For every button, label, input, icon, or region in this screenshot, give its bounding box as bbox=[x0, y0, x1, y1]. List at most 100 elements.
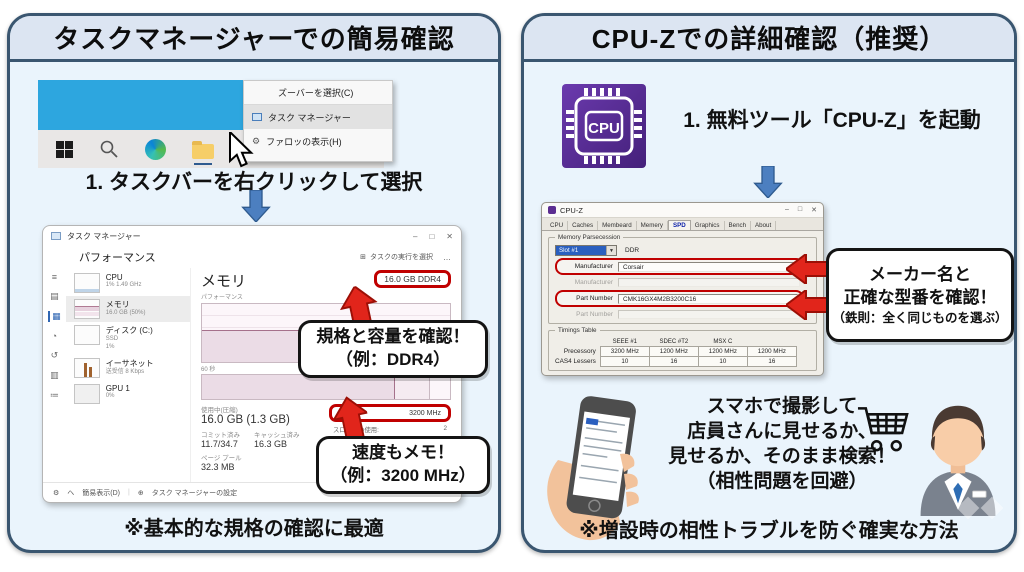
startup-apps-icon[interactable]: ↺ bbox=[50, 350, 59, 360]
hamburger-icon[interactable]: ≡ bbox=[51, 272, 58, 282]
maximize-button[interactable]: □ bbox=[797, 206, 803, 213]
tm-page-title: パフォーマンス bbox=[79, 252, 156, 264]
task-manager-app-icon bbox=[51, 232, 61, 240]
part-number-field: CMK16GX4M2B3200C16 bbox=[618, 293, 798, 304]
ghost-row: Part Number bbox=[553, 309, 812, 320]
part-number-row-highlight: Part Number CMK16GX4M2B3200C16 bbox=[555, 290, 804, 307]
settings-gear-icon[interactable]: ⚙ bbox=[53, 489, 60, 497]
tm-nav-rail: ≡ ▤ ▦ ◔ ↺ ▥ ≔ bbox=[43, 268, 66, 482]
paged-pool-value: 32.3 MB bbox=[201, 462, 235, 472]
cpu-mini-chart bbox=[73, 273, 100, 293]
step-caption: 1. タスクバーを右クリックして選択 bbox=[85, 171, 423, 194]
cpuz-window-title: CPU-Z bbox=[560, 205, 583, 215]
callout-speed: 速度もメモ！ （例：3200 MHz） bbox=[316, 436, 490, 494]
sidebar-item-memory[interactable]: メモリ 16.0 GB (50%) bbox=[65, 296, 190, 322]
disk-mini-chart bbox=[73, 325, 100, 345]
gear-icon: ⚙ bbox=[252, 135, 261, 146]
left-footnote: ※基本的な規格の確認に最適 bbox=[124, 518, 384, 540]
cached-value: 16.3 GB bbox=[254, 439, 288, 449]
context-menu-item-task-manager[interactable]: タスク マネージャー bbox=[244, 105, 392, 129]
tm-settings-icon: ⊕ bbox=[137, 489, 144, 497]
flow-down-arrow-icon bbox=[753, 166, 783, 198]
svg-text:CPU: CPU bbox=[588, 120, 620, 137]
store-clerk-illustration bbox=[906, 386, 1010, 521]
tab-caches[interactable]: Caches bbox=[568, 221, 599, 230]
timings-table: SEEE #1 SDEC #T2 MSX C Precessory 3200 M… bbox=[555, 339, 797, 367]
cpuz-titlebar[interactable]: CPU-Z – □ ✕ bbox=[542, 203, 823, 218]
app-history-icon[interactable]: ◔ bbox=[51, 331, 58, 341]
context-menu-label: ファロッの表示(H) bbox=[266, 136, 342, 147]
fewer-details-button[interactable]: 簡易表示(D) bbox=[82, 489, 120, 497]
callout-model-number: メーカー名と 正確な型番を確認！ （鉄則：全く同じものを選ぶ） bbox=[826, 248, 1014, 342]
memory-slot-group: Memory Parsecession Slot #1 ▼ DDR Manufa… bbox=[548, 234, 817, 324]
sidebar-item-ethernet[interactable]: イーサネット 送受信 8 Kbps bbox=[66, 355, 190, 381]
right-step-caption: 1. 無料ツール「CPU-Z」を起動 bbox=[683, 109, 981, 132]
tab-about[interactable]: About bbox=[751, 221, 777, 230]
search-icon[interactable] bbox=[99, 139, 119, 159]
cpuz-tab-bar: CPU Caches Membeard Memery SPD Graphics … bbox=[542, 218, 823, 231]
more-options-icon[interactable]: … bbox=[443, 252, 451, 262]
mouse-cursor-icon bbox=[229, 132, 254, 168]
performance-icon[interactable]: ▦ bbox=[48, 311, 61, 322]
context-menu-item-toolbar[interactable]: ズーバーを選択(C) bbox=[244, 81, 392, 105]
tab-graphics[interactable]: Graphics bbox=[691, 221, 725, 230]
in-use-value: 16.0 GB (1.3 GB) bbox=[201, 414, 290, 426]
flow-down-arrow-icon bbox=[241, 190, 271, 222]
context-menu-label: ズーバーを選択(C) bbox=[278, 88, 354, 98]
context-menu-item-settings[interactable]: ⚙ ファロッの表示(H) bbox=[244, 129, 392, 153]
table-row: Precessory 3200 MHz 1200 MHz 1200 MHz 12… bbox=[555, 346, 797, 357]
tm-window-title: タスク マネージャー bbox=[67, 231, 141, 241]
task-manager-icon bbox=[252, 113, 262, 121]
right-panel-title: CPU-Zでの詳細確認（推奨） bbox=[591, 24, 947, 54]
tab-mainboard[interactable]: Membeard bbox=[598, 221, 637, 230]
tab-cpu[interactable]: CPU bbox=[546, 221, 569, 230]
sidebar-item-cpu[interactable]: CPU 1% 1.49 GHz bbox=[66, 270, 190, 296]
collapse-icon: ヘ bbox=[67, 489, 75, 497]
speed-value: 3200 MHz bbox=[409, 409, 441, 417]
sidebar-item-gpu[interactable]: GPU 1 0% bbox=[66, 381, 190, 407]
maximize-button[interactable]: □ bbox=[429, 231, 435, 241]
photo-advice-note: スマホで撮影して 店員さんに見せるか、 見せるか、そのまま検索！ （相性問題を回… bbox=[668, 396, 896, 493]
users-icon[interactable]: ▥ bbox=[50, 370, 59, 380]
run-new-task-button[interactable]: ⊞ タスクの実行を選択 bbox=[360, 252, 433, 262]
red-arrow-left-part-number-icon bbox=[786, 290, 830, 320]
tm-subbar: パフォーマンス ⊞ タスクの実行を選択 … bbox=[43, 246, 461, 268]
tm-titlebar[interactable]: タスク マネージャー – □ ✕ bbox=[43, 226, 461, 246]
context-menu-label: タスク マネージャー bbox=[268, 112, 351, 123]
minimize-button[interactable]: – bbox=[784, 206, 789, 213]
memory-heading: メモリ bbox=[201, 273, 247, 290]
tab-memory[interactable]: Memery bbox=[637, 221, 668, 230]
cached-label: キャッシュ済み bbox=[254, 432, 300, 439]
close-button[interactable]: ✕ bbox=[446, 231, 453, 241]
tab-bench[interactable]: Bench bbox=[725, 221, 752, 230]
memory-mini-chart bbox=[73, 299, 100, 319]
windows-start-icon[interactable] bbox=[56, 140, 73, 158]
table-row: CAS4 Lessers 10 16 10 16 bbox=[555, 356, 797, 367]
chevron-down-icon: ▼ bbox=[606, 246, 616, 255]
memory-graph-label: パフォーマンス bbox=[201, 295, 243, 301]
slot-select-dropdown[interactable]: Slot #1 ▼ bbox=[555, 245, 617, 256]
close-button[interactable]: ✕ bbox=[811, 207, 817, 214]
right-panel-header: CPU-Zでの詳細確認（推奨） bbox=[524, 16, 1014, 62]
edge-browser-icon[interactable] bbox=[145, 138, 166, 160]
red-arrow-left-manufacturer-icon bbox=[786, 254, 830, 284]
tm-settings-button[interactable]: タスク マネージャーの設定 bbox=[151, 489, 238, 497]
taskbar-screenshot: ズーバーを選択(C) タスク マネージャー ⚙ ファロッの表示(H) bbox=[38, 76, 478, 170]
shopping-cart-icon bbox=[856, 402, 910, 463]
minimize-button[interactable]: – bbox=[413, 231, 418, 241]
details-icon[interactable]: ≔ bbox=[49, 390, 59, 400]
paged-pool-label: ページ プール bbox=[201, 455, 242, 462]
time-axis-label: 60 秒 bbox=[201, 367, 216, 373]
left-panel-header: タスクマネージャーでの簡易確認 bbox=[10, 16, 498, 62]
tab-spd[interactable]: SPD bbox=[668, 220, 691, 230]
processes-icon[interactable]: ▤ bbox=[50, 291, 59, 301]
left-panel-title: タスクマネージャーでの簡易確認 bbox=[53, 24, 455, 54]
ethernet-mini-chart bbox=[73, 357, 100, 378]
gpu-mini-chart bbox=[73, 383, 100, 404]
cpu-chip-icon: CPU bbox=[562, 84, 646, 168]
sidebar-item-disk[interactable]: ディスク (C:) SSD 1% bbox=[66, 322, 190, 355]
right-footnote: ※増設時の相性トラブルを防ぐ確実な方法 bbox=[579, 520, 959, 542]
file-explorer-icon[interactable] bbox=[192, 140, 214, 165]
committed-value: 11.7/34.7 bbox=[201, 439, 238, 449]
smartphone-in-hand-illustration bbox=[540, 390, 658, 547]
